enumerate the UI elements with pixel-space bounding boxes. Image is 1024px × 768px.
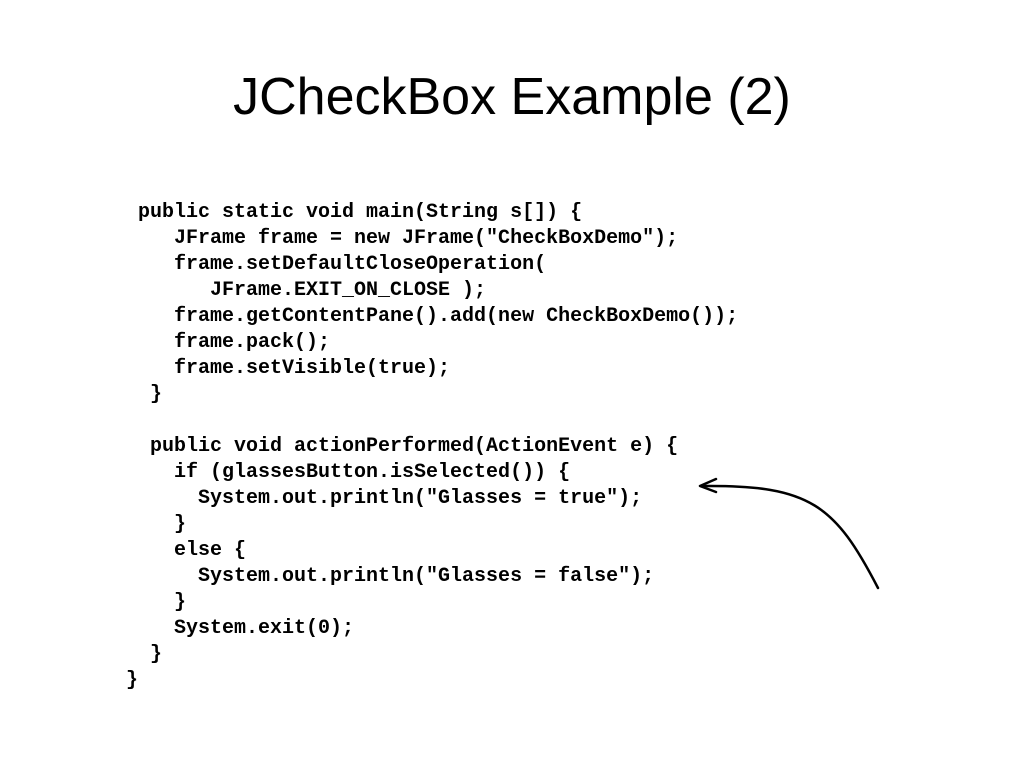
code-line: frame.setVisible(true); (126, 357, 451, 380)
code-line: frame.setDefaultCloseOperation( (126, 253, 547, 276)
code-line: System.out.println("Glasses = false"); (126, 565, 655, 588)
code-line: public void actionPerformed(ActionEvent … (126, 435, 679, 458)
code-line: } (126, 669, 139, 692)
code-block: public static void main(String s[]) { JF… (0, 200, 1024, 700)
code-line: frame.getContentPane().add(new CheckBoxD… (126, 305, 739, 328)
code-line: System.exit(0); (126, 617, 355, 640)
code-line: public static void main(String s[]) { (126, 201, 583, 224)
code-line: if (glassesButton.isSelected()) { (126, 461, 571, 484)
code-line: JFrame frame = new JFrame("CheckBoxDemo"… (126, 227, 679, 250)
code-line: } (126, 643, 163, 666)
slide-title: JCheckBox Example (2) (233, 68, 791, 126)
code-line: } (126, 513, 187, 536)
code-line: JFrame.EXIT_ON_CLOSE ); (126, 279, 487, 302)
code-line: } (126, 383, 163, 406)
code-line: frame.pack(); (126, 331, 331, 354)
code-line: else { (126, 539, 247, 562)
code-line: System.out.println("Glasses = true"); (126, 487, 643, 510)
code-line: } (126, 591, 187, 614)
